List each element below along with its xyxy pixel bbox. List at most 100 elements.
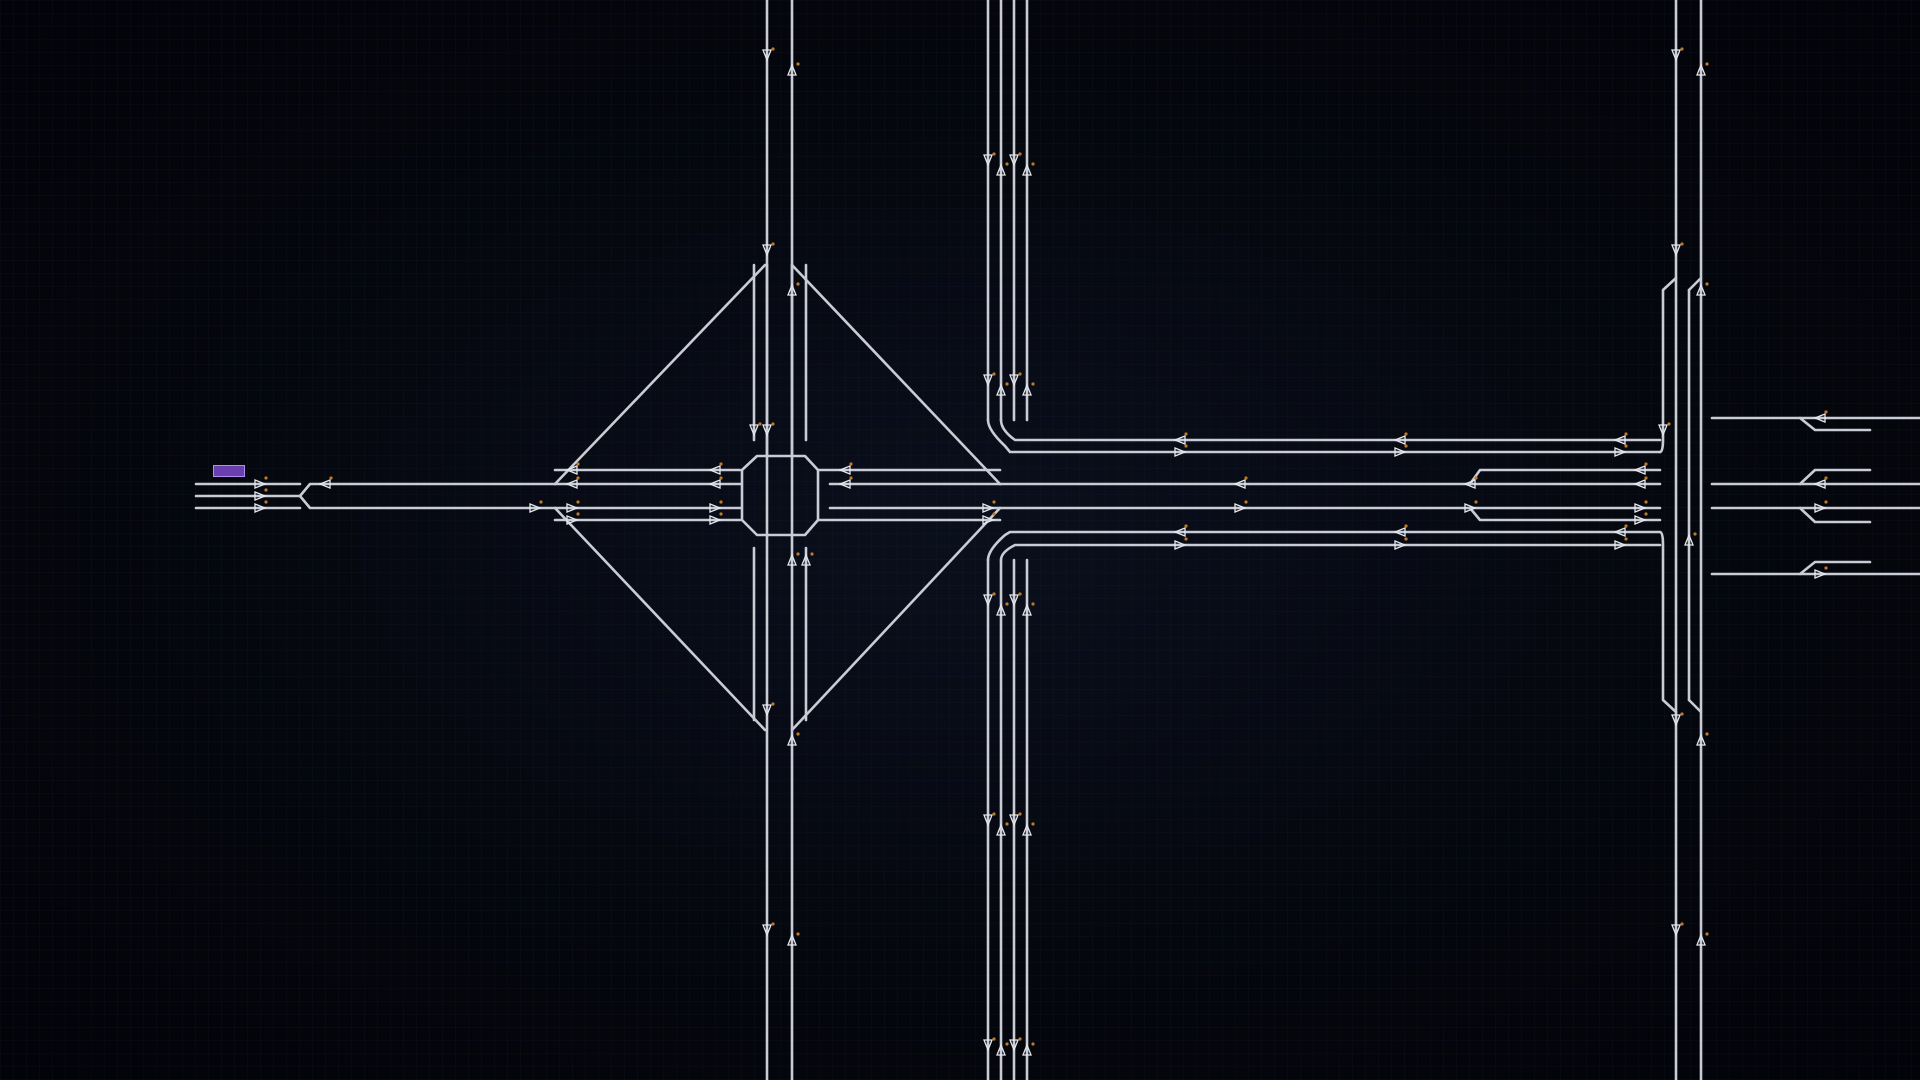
signal-arrow-icon[interactable] bbox=[529, 503, 542, 513]
track-far-east-siding[interactable] bbox=[1798, 506, 1872, 524]
track-east-branch[interactable] bbox=[1468, 468, 1662, 486]
signal-arrow-icon[interactable] bbox=[1671, 924, 1681, 937]
track-diamond-se[interactable] bbox=[790, 506, 1002, 732]
signal-arrow-icon[interactable] bbox=[1813, 413, 1826, 423]
signal-arrow-icon[interactable] bbox=[762, 49, 772, 62]
signal-arrow-icon[interactable] bbox=[787, 63, 797, 76]
signal-arrow-icon[interactable] bbox=[983, 1039, 993, 1052]
track-east-corridor-branch[interactable] bbox=[1658, 276, 1678, 454]
signal-arrow-icon[interactable] bbox=[762, 924, 772, 937]
signal-arrow-icon[interactable] bbox=[1174, 447, 1187, 457]
signal-arrow-icon[interactable] bbox=[1022, 163, 1032, 176]
signal-arrow-icon[interactable] bbox=[1671, 49, 1681, 62]
signal-arrow-icon[interactable] bbox=[1393, 435, 1406, 445]
track-west-main[interactable] bbox=[298, 494, 557, 510]
signal-arrow-icon[interactable] bbox=[1394, 447, 1407, 457]
signal-arrow-icon[interactable] bbox=[982, 503, 995, 513]
signal-arrow-icon[interactable] bbox=[565, 465, 578, 475]
signal-arrow-icon[interactable] bbox=[1009, 1039, 1019, 1052]
signal-arrow-icon[interactable] bbox=[565, 479, 578, 489]
signal-arrow-icon[interactable] bbox=[996, 383, 1006, 396]
signal-arrow-icon[interactable] bbox=[787, 283, 797, 296]
signal-arrow-icon[interactable] bbox=[1633, 479, 1646, 489]
signal-arrow-icon[interactable] bbox=[318, 479, 331, 489]
track-east-corridor-branch[interactable] bbox=[1687, 698, 1703, 714]
signal-arrow-icon[interactable] bbox=[254, 503, 267, 513]
signal-arrow-icon[interactable] bbox=[1696, 283, 1706, 296]
signal-arrow-icon[interactable] bbox=[1022, 1043, 1032, 1056]
track-far-east-siding[interactable] bbox=[1798, 416, 1872, 432]
signal-arrow-icon[interactable] bbox=[1614, 540, 1627, 550]
signal-arrow-icon[interactable] bbox=[996, 1043, 1006, 1056]
signal-arrow-icon[interactable] bbox=[801, 553, 811, 566]
signal-arrow-icon[interactable] bbox=[787, 553, 797, 566]
train-marker-icon[interactable] bbox=[213, 465, 245, 477]
signal-arrow-icon[interactable] bbox=[1696, 63, 1706, 76]
signal-arrow-icon[interactable] bbox=[566, 515, 579, 525]
signal-arrow-icon[interactable] bbox=[982, 515, 995, 525]
signal-arrow-icon[interactable] bbox=[1633, 465, 1646, 475]
signal-arrow-icon[interactable] bbox=[1464, 503, 1477, 513]
signal-arrow-icon[interactable] bbox=[762, 704, 772, 717]
signal-arrow-icon[interactable] bbox=[1022, 383, 1032, 396]
signal-arrow-icon[interactable] bbox=[838, 479, 851, 489]
signal-arrow-icon[interactable] bbox=[1634, 503, 1647, 513]
signal-arrow-icon[interactable] bbox=[566, 503, 579, 513]
signal-arrow-icon[interactable] bbox=[996, 603, 1006, 616]
track-middle-curve-south[interactable] bbox=[986, 530, 1662, 562]
signal-arrow-icon[interactable] bbox=[983, 374, 993, 387]
track-east-corridor-branch[interactable] bbox=[1687, 276, 1703, 292]
signal-arrow-icon[interactable] bbox=[1174, 540, 1187, 550]
signal-arrow-icon[interactable] bbox=[1009, 814, 1019, 827]
signal-arrow-icon[interactable] bbox=[1634, 515, 1647, 525]
signal-layer[interactable] bbox=[254, 47, 1828, 1056]
signal-arrow-icon[interactable] bbox=[1393, 527, 1406, 537]
track-hub-octagon[interactable] bbox=[740, 454, 820, 537]
signal-arrow-icon[interactable] bbox=[1658, 424, 1668, 437]
signal-arrow-icon[interactable] bbox=[1394, 540, 1407, 550]
signal-arrow-icon[interactable] bbox=[1684, 533, 1694, 546]
signal-arrow-icon[interactable] bbox=[1696, 733, 1706, 746]
track-east-corridor-branch[interactable] bbox=[1658, 530, 1678, 714]
signal-arrow-icon[interactable] bbox=[1009, 374, 1019, 387]
signal-arrow-icon[interactable] bbox=[749, 424, 759, 437]
track-diamond-nw[interactable] bbox=[553, 263, 767, 486]
signal-arrow-icon[interactable] bbox=[1463, 479, 1476, 489]
signal-arrow-icon[interactable] bbox=[1696, 933, 1706, 946]
signal-arrow-icon[interactable] bbox=[983, 594, 993, 607]
signal-arrow-icon[interactable] bbox=[1814, 569, 1827, 579]
signal-arrow-icon[interactable] bbox=[1613, 435, 1626, 445]
signal-arrow-icon[interactable] bbox=[708, 465, 721, 475]
signal-arrow-icon[interactable] bbox=[1233, 479, 1246, 489]
signal-arrow-icon[interactable] bbox=[254, 491, 267, 501]
signal-arrow-icon[interactable] bbox=[1173, 527, 1186, 537]
signal-arrow-icon[interactable] bbox=[996, 163, 1006, 176]
signal-arrow-icon[interactable] bbox=[708, 479, 721, 489]
signal-arrow-icon[interactable] bbox=[1613, 527, 1626, 537]
signal-arrow-icon[interactable] bbox=[1173, 435, 1186, 445]
signal-arrow-icon[interactable] bbox=[1813, 479, 1826, 489]
track-far-east-siding[interactable] bbox=[1798, 468, 1872, 486]
track-diamond-ne[interactable] bbox=[790, 263, 1002, 486]
signal-arrow-icon[interactable] bbox=[762, 424, 772, 437]
signal-arrow-icon[interactable] bbox=[1671, 714, 1681, 727]
track-middle-curve-north[interactable] bbox=[986, 418, 1662, 454]
signal-arrow-icon[interactable] bbox=[1022, 603, 1032, 616]
signal-arrow-icon[interactable] bbox=[787, 933, 797, 946]
signal-arrow-icon[interactable] bbox=[254, 479, 267, 489]
signal-arrow-icon[interactable] bbox=[1614, 447, 1627, 457]
signal-arrow-icon[interactable] bbox=[1671, 244, 1681, 257]
signal-arrow-icon[interactable] bbox=[787, 733, 797, 746]
track-east-branch[interactable] bbox=[1468, 506, 1662, 522]
signal-arrow-icon[interactable] bbox=[709, 515, 722, 525]
signal-arrow-icon[interactable] bbox=[996, 823, 1006, 836]
track-network[interactable] bbox=[194, 0, 1920, 1080]
track-west-main[interactable] bbox=[298, 482, 557, 498]
signal-arrow-icon[interactable] bbox=[1009, 594, 1019, 607]
signal-arrow-icon[interactable] bbox=[709, 503, 722, 513]
signal-arrow-icon[interactable] bbox=[1814, 503, 1827, 513]
signal-arrow-icon[interactable] bbox=[838, 465, 851, 475]
track-middle-curve-north[interactable] bbox=[999, 418, 1662, 442]
